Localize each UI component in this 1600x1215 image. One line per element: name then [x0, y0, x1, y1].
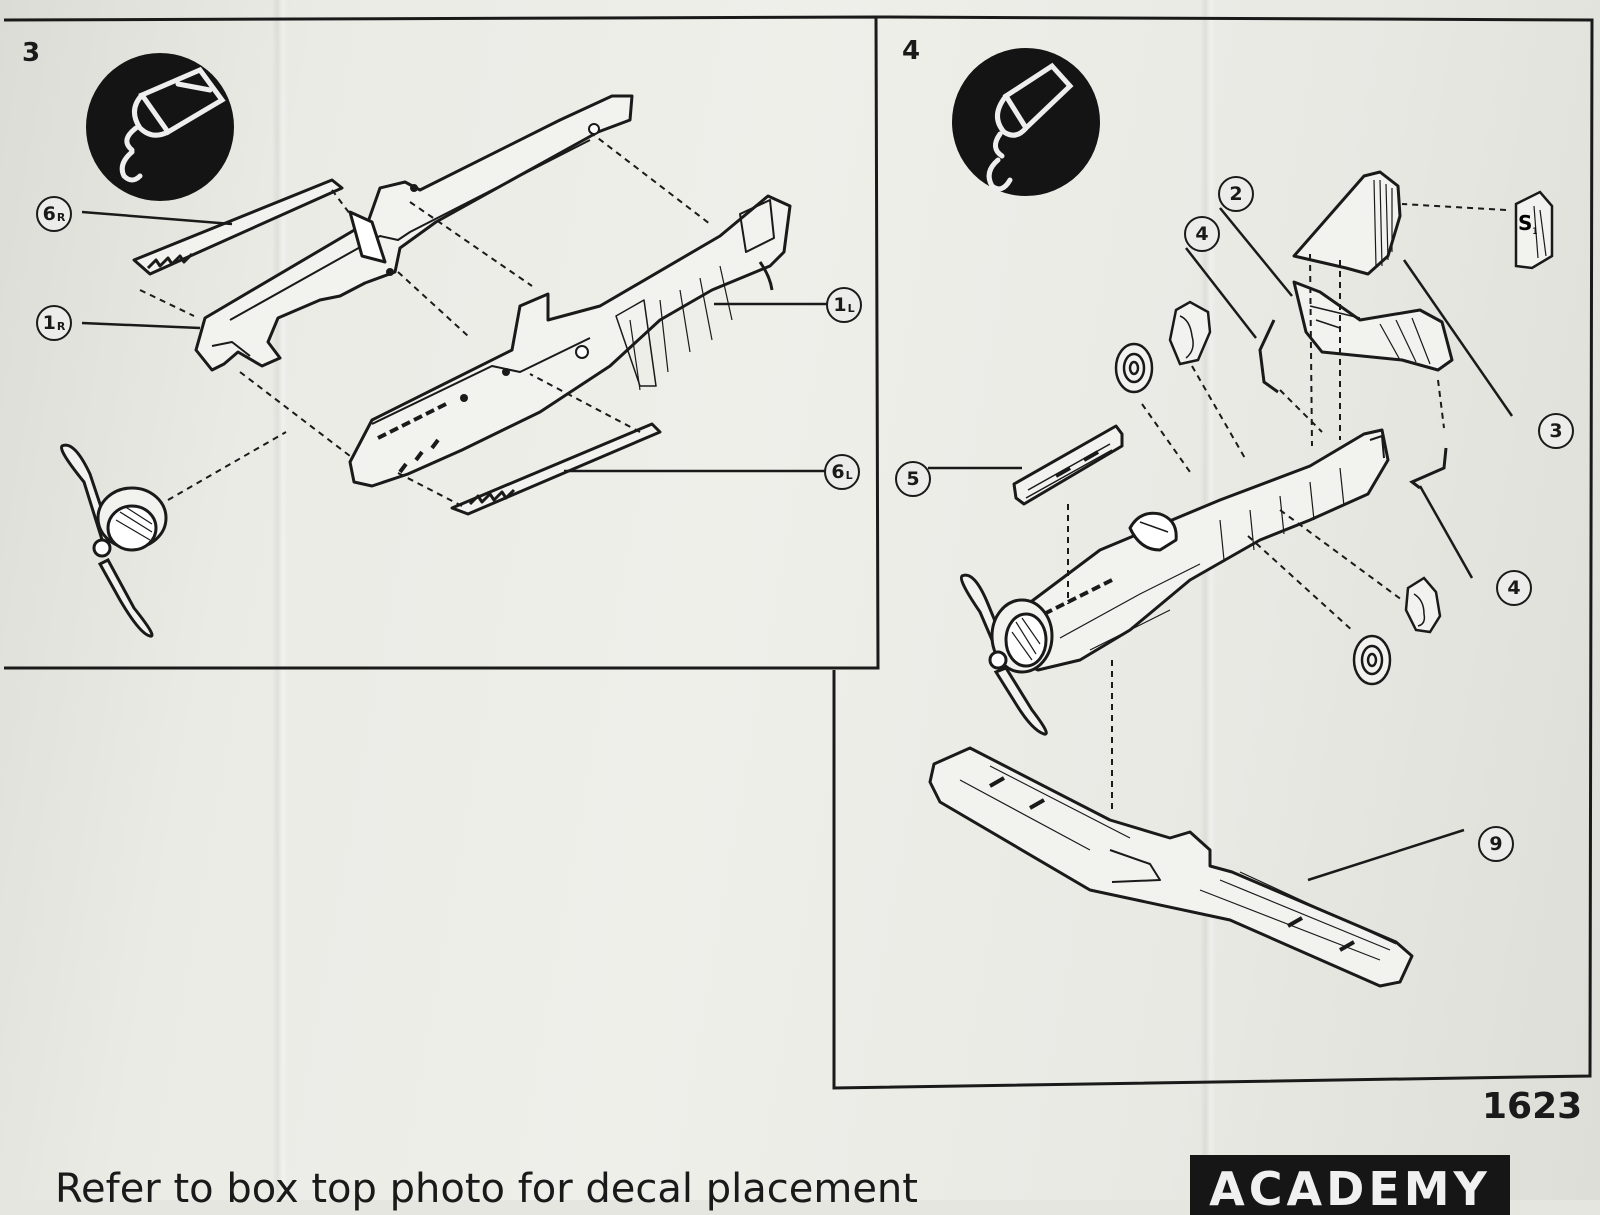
- gun-cover-right: [132, 178, 344, 276]
- fuselage-half-right: [194, 94, 634, 372]
- tail-struts: [1258, 319, 1448, 490]
- propeller-assembly: [959, 573, 1054, 736]
- sheet-code: 1623: [1482, 1086, 1583, 1127]
- assembled-fuselage: [1014, 428, 1390, 672]
- part-tag-5: 5: [895, 461, 931, 497]
- part-tag-4: 4: [1496, 570, 1532, 606]
- pilot-figure-parts: [1168, 300, 1442, 634]
- step-4-number: 4: [902, 36, 921, 66]
- cement-tube-icon: [86, 53, 234, 201]
- gun-deck: [1012, 424, 1124, 506]
- svg-text:S: S: [1518, 211, 1532, 235]
- part-leader-lines: [928, 207, 1514, 882]
- tailplane: [1292, 280, 1454, 372]
- step-4-frame: [832, 15, 1594, 1090]
- part-leader-lines: [81, 210, 828, 473]
- step-4-illustration: S 1: [928, 48, 1554, 988]
- brand-logo: ACADEMY: [1190, 1155, 1510, 1215]
- cement-tube-icon: [952, 48, 1100, 196]
- step-3-illustration: [59, 53, 828, 638]
- step-3-frame: [3, 15, 880, 670]
- part-tag-4: 4: [1184, 216, 1220, 252]
- roundel-decals: [1114, 342, 1392, 686]
- tail-fin: [1292, 170, 1402, 276]
- step-3-number: 3: [22, 38, 41, 68]
- assembly-guides: [1067, 203, 1507, 810]
- gun-cover-left: [450, 422, 662, 516]
- decal-placement-note: Refer to box top photo for decal placeme…: [55, 1166, 918, 1212]
- rudder-decal: S 1: [1514, 190, 1554, 270]
- svg-text:1: 1: [1532, 227, 1538, 237]
- part-tag-2: 2: [1218, 176, 1254, 212]
- fuselage-half-left: [348, 194, 792, 488]
- lower-wing: [928, 746, 1414, 988]
- propeller-assembly: [59, 443, 168, 638]
- part-tag-3: 3: [1538, 413, 1574, 449]
- assembly-guides: [139, 131, 711, 507]
- part-tag-9: 9: [1478, 826, 1514, 862]
